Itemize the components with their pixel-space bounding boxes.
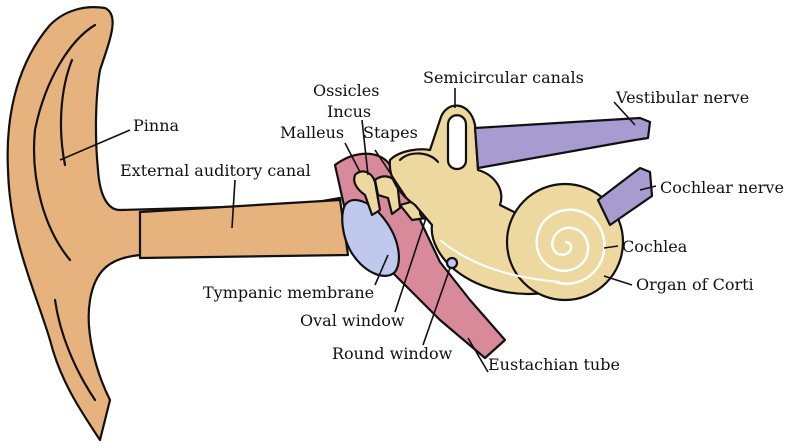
label-malleus: Malleus xyxy=(280,123,344,142)
label-cochlea: Cochlea xyxy=(622,237,688,256)
label-cochlear-nerve: Cochlear nerve xyxy=(660,178,784,197)
vestibular-nerve-shape xyxy=(475,118,650,168)
semicircular-canal-loop-1 xyxy=(448,115,466,169)
label-external-auditory-canal: External auditory canal xyxy=(120,161,311,180)
cochlear-nerve-shape xyxy=(598,168,652,225)
label-stapes: Stapes xyxy=(363,123,418,142)
round-window-shape xyxy=(447,258,457,268)
label-semicircular-canals: Semicircular canals xyxy=(423,68,584,87)
label-vestibular-nerve: Vestibular nerve xyxy=(615,88,749,107)
label-tympanic-membrane: Tympanic membrane xyxy=(203,283,374,302)
label-pinna: Pinna xyxy=(133,116,179,135)
label-ossicles: Ossicles xyxy=(313,81,379,100)
label-round-window: Round window xyxy=(332,344,453,363)
label-incus: Incus xyxy=(327,102,371,121)
label-eustachian-tube: Eustachian tube xyxy=(488,355,620,374)
label-organ-of-corti: Organ of Corti xyxy=(636,275,754,294)
label-oval-window: Oval window xyxy=(300,311,405,330)
